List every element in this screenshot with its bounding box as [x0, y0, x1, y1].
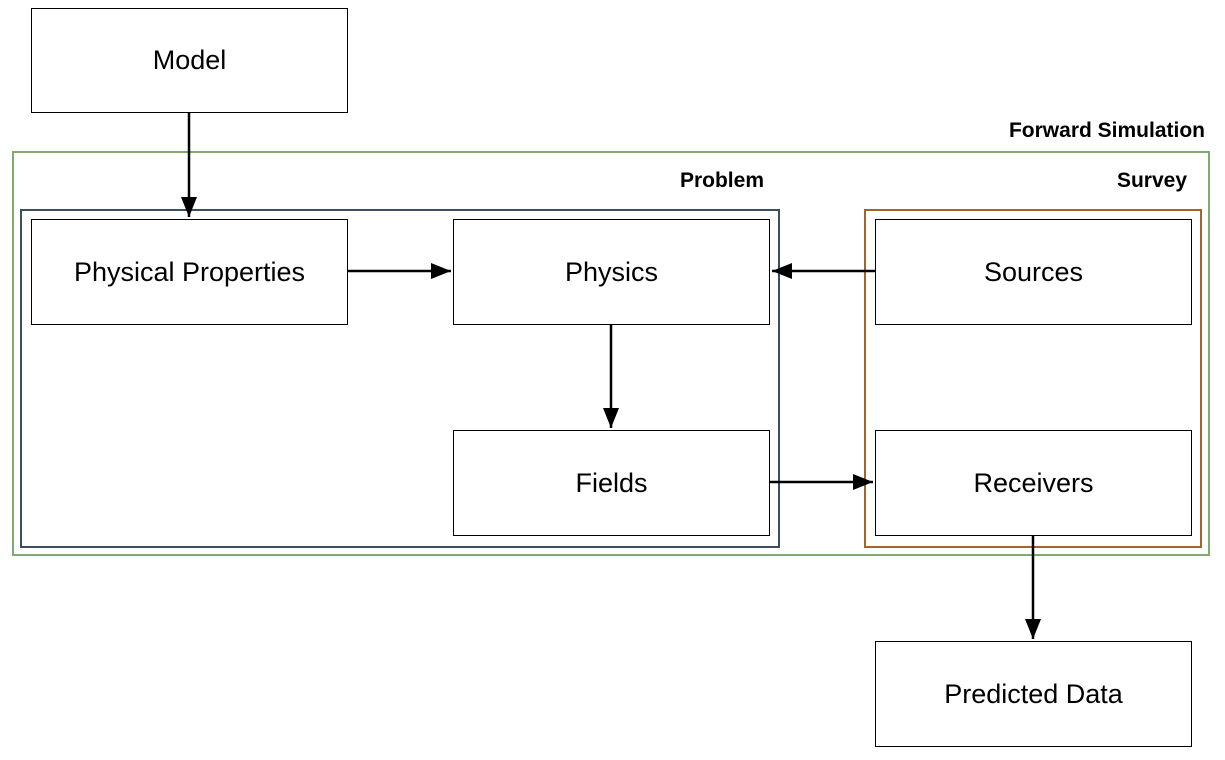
sources-node: Sources	[875, 219, 1192, 325]
receivers-node: Receivers	[875, 430, 1192, 536]
fields-node: Fields	[453, 430, 770, 536]
problem-label: Problem	[679, 169, 764, 192]
model-node: Model	[31, 8, 348, 113]
forward-simulation-frame	[12, 151, 1210, 556]
problem-frame	[20, 209, 780, 548]
predicted-data-node: Predicted Data	[875, 641, 1192, 747]
forward-simulation-label: Forward Simulation	[1008, 119, 1205, 142]
physical-properties-node: Physical Properties	[31, 219, 348, 325]
physics-node: Physics	[453, 219, 770, 325]
survey-label: Survey	[1116, 169, 1187, 192]
